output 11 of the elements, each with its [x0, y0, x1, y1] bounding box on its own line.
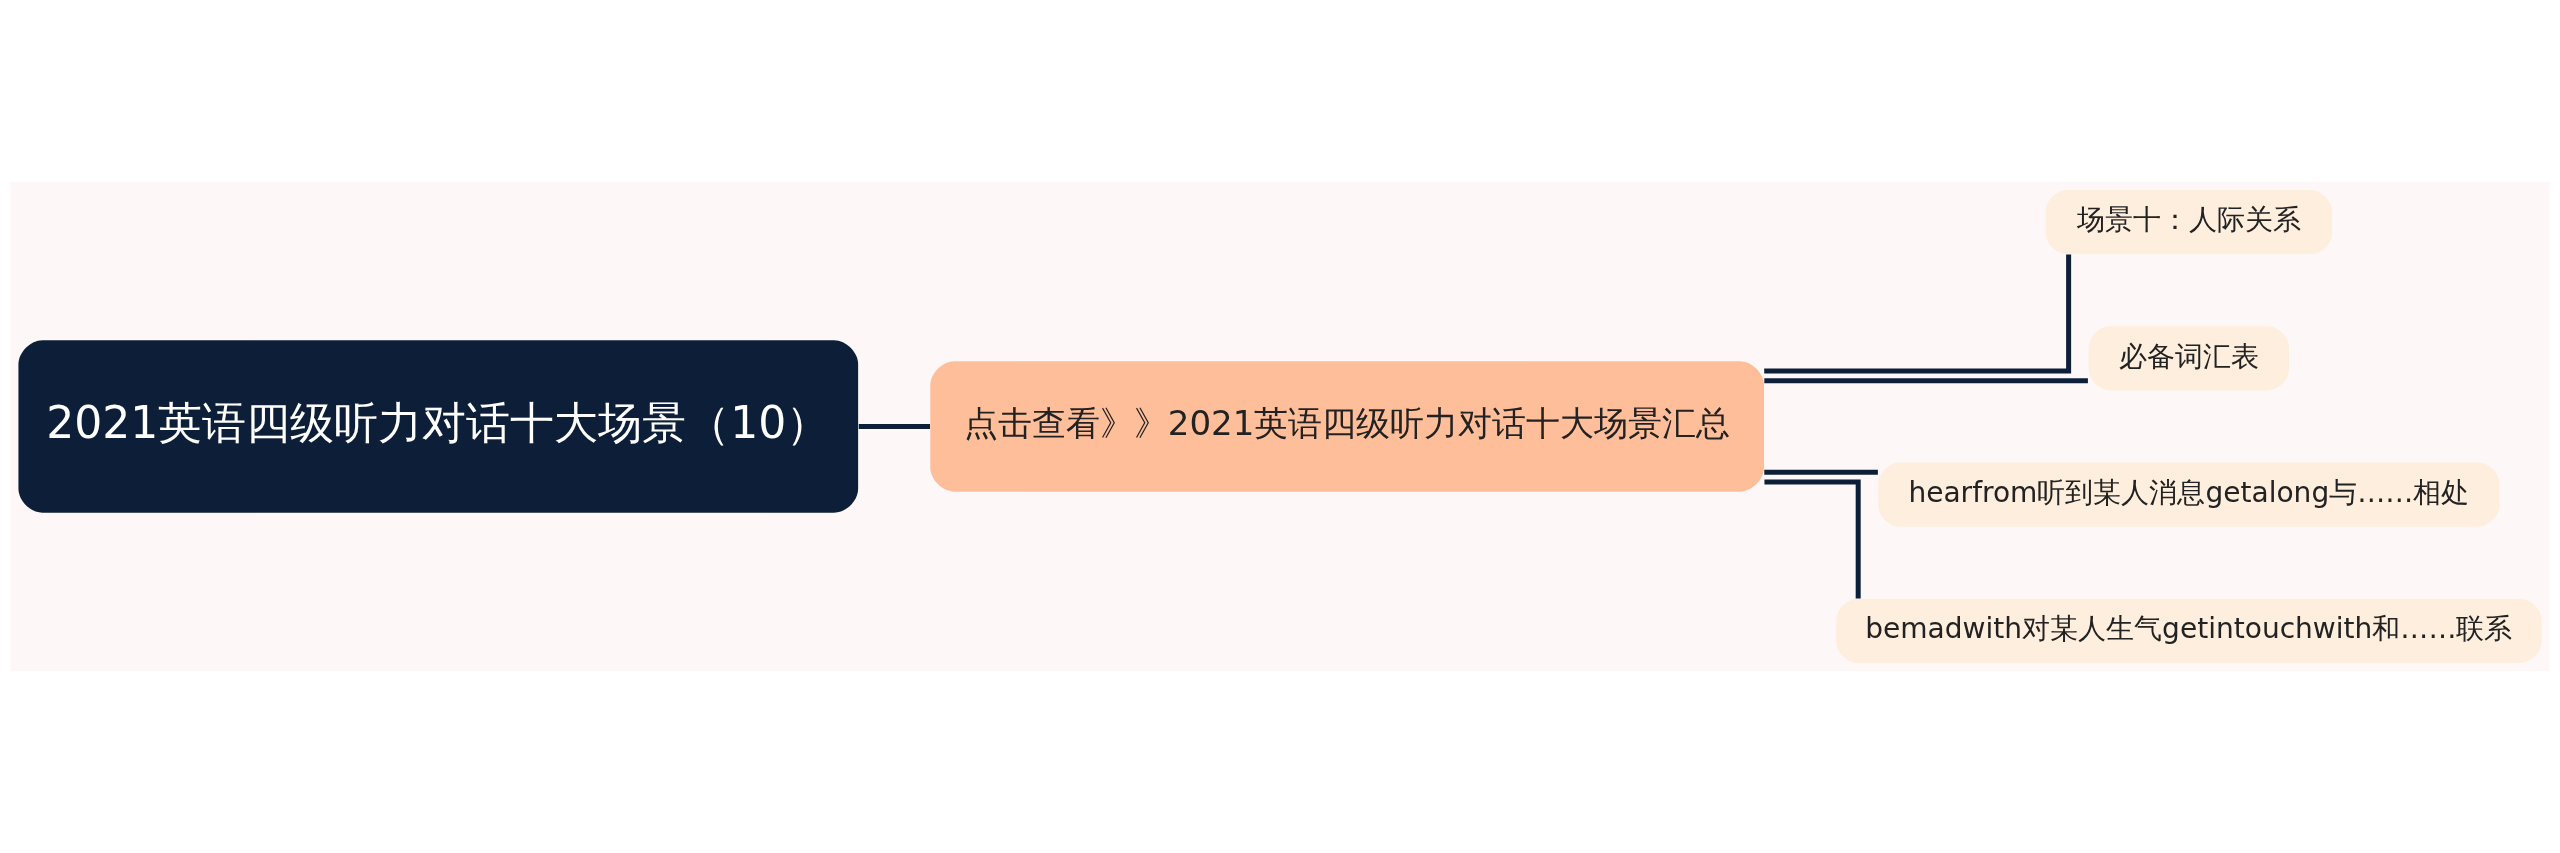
node-box: 点击查看》》2021英语四级听力对话十大场景汇总	[930, 361, 1764, 492]
connector	[1764, 479, 1861, 599]
node-box: 场景十：人际关系	[2045, 190, 2333, 255]
connector	[1764, 254, 2072, 374]
node-box: 2021英语四级听力对话十大场景（10）	[18, 340, 859, 513]
node-box: 必备词汇表	[2088, 326, 2290, 391]
connector	[1764, 469, 1878, 475]
node-box: hearfrom听到某人消息getalong与……相处	[1878, 462, 2500, 527]
node-box: bemadwith对某人生气getintouchwith和……联系	[1836, 598, 2542, 663]
connector	[1764, 378, 2088, 384]
connector	[858, 424, 930, 429]
